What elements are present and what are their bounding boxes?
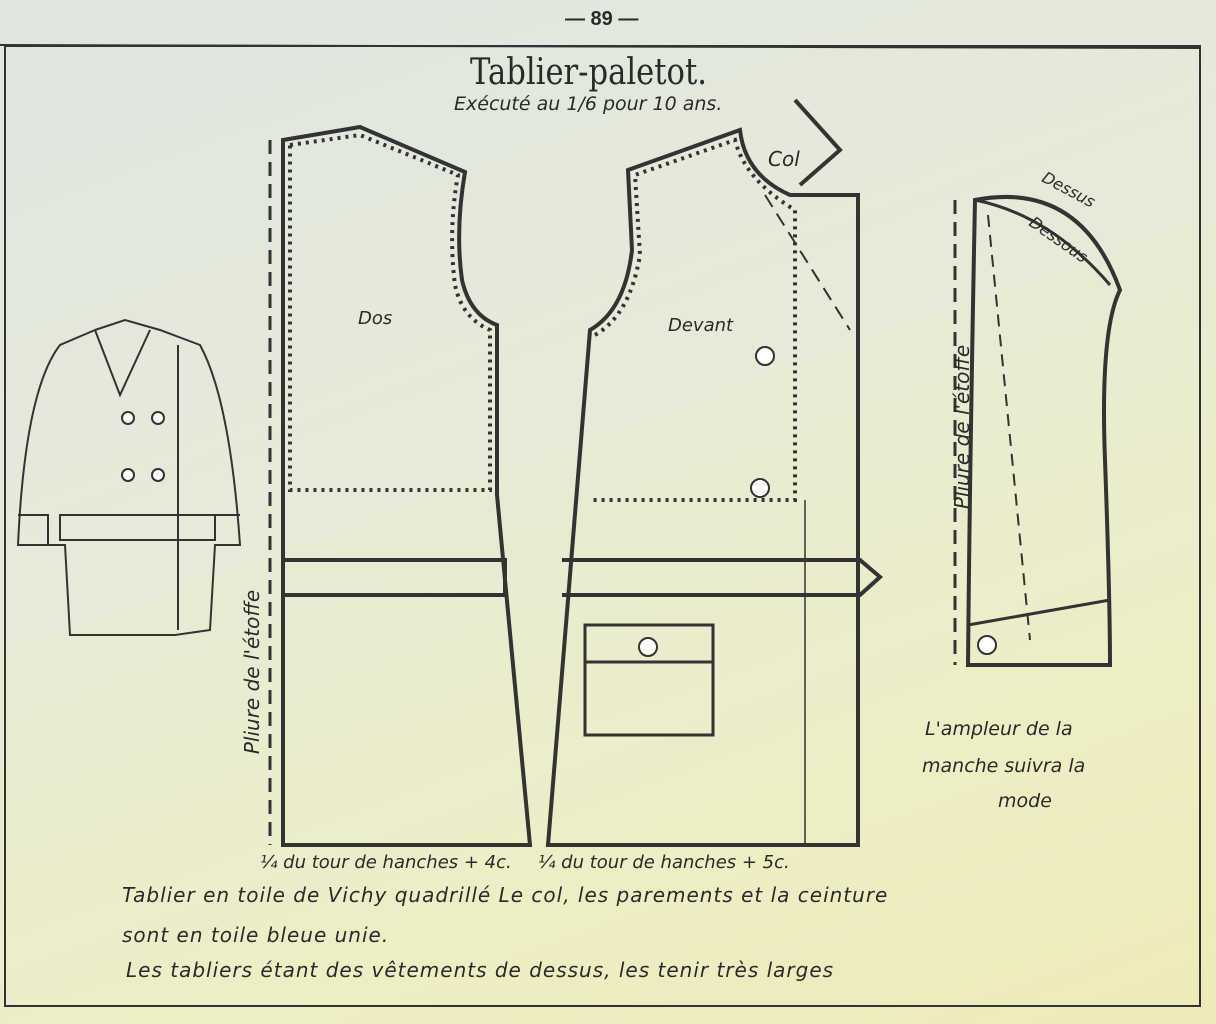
button-icon	[750, 478, 770, 498]
caption-line-2: sont en toile bleue unie.	[122, 923, 390, 947]
label-devant: Devant	[668, 315, 734, 336]
measure-dos: ¼ du tour de hanches + 4c.	[260, 852, 512, 873]
lapel-line	[764, 194, 851, 331]
devant-piece	[545, 127, 860, 847]
label-dos: Dos	[358, 308, 393, 329]
page-frame	[4, 45, 1201, 1007]
col-piece	[793, 98, 843, 187]
page-title: Tablier-paletot.	[470, 52, 707, 93]
subtitle: Exécuté au 1/6 pour 10 ans.	[454, 93, 723, 115]
label-pliure-sleeve: Pliure de l'étoffe	[950, 344, 975, 510]
label-col: Col	[768, 147, 800, 171]
measure-devant: ¼ du tour de hanches + 5c.	[538, 852, 790, 873]
pocket	[583, 623, 715, 737]
belt-devant	[562, 558, 884, 597]
belt-dos	[281, 558, 507, 597]
buttons	[121, 346, 997, 657]
sleeve-note-1: L'ampleur de la	[925, 718, 1073, 740]
button-icon	[638, 637, 658, 657]
sleeve-piece	[965, 194, 1123, 667]
sleeve-note-3: mode	[998, 790, 1052, 812]
page-number: — 89 —	[565, 8, 639, 30]
button-icon	[755, 346, 775, 366]
dos-piece	[281, 124, 533, 847]
label-pliure-dos: Pliure de l'étoffe	[240, 589, 265, 755]
caption-line-3: Les tabliers étant des vêtements de dess…	[126, 958, 835, 982]
button-icon	[977, 635, 997, 655]
coat-illustration	[16, 318, 242, 636]
sleeve-note-2: manche suivra la	[922, 755, 1086, 777]
caption-line-1: Tablier en toile de Vichy quadrillé Le c…	[122, 883, 889, 907]
devant-seam	[590, 137, 797, 502]
dos-seam	[288, 132, 492, 492]
